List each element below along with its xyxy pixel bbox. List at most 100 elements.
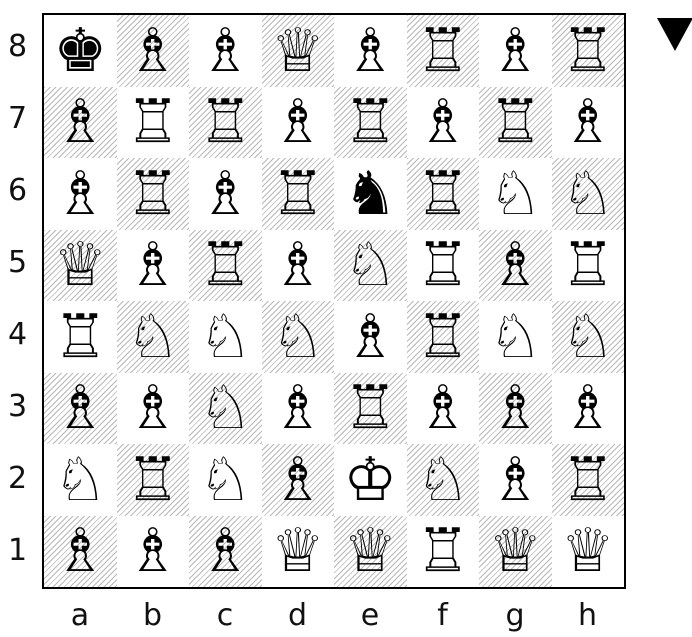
square-e3[interactable]: ♖ [334,373,407,445]
square-c7[interactable]: ♖ [189,87,262,159]
square-f2[interactable]: ♘ [407,444,480,516]
rook-white-icon[interactable]: ♖ [561,21,615,81]
square-h2[interactable]: ♖ [552,444,625,516]
square-e7[interactable]: ♖ [334,87,407,159]
bishop-white-icon[interactable]: ♗ [53,92,107,152]
square-a1[interactable]: ♗ [44,516,117,588]
square-b7[interactable]: ♖ [117,87,190,159]
rook-white-icon[interactable]: ♖ [126,92,180,152]
square-h7[interactable]: ♗ [552,87,625,159]
square-h6[interactable]: ♘ [552,158,625,230]
bishop-white-icon[interactable]: ♗ [488,450,542,510]
queen-white-icon[interactable]: ♕ [53,235,107,295]
square-f5[interactable]: ♖ [407,230,480,302]
rook-white-icon[interactable]: ♖ [126,164,180,224]
rook-white-icon[interactable]: ♖ [343,378,397,438]
bishop-white-icon[interactable]: ♗ [343,21,397,81]
square-e8[interactable]: ♗ [334,15,407,87]
knight-white-icon[interactable]: ♘ [488,307,542,367]
bishop-white-icon[interactable]: ♗ [416,92,470,152]
square-b1[interactable]: ♗ [117,516,190,588]
knight-black-icon[interactable]: ♞ [343,164,397,224]
knight-white-icon[interactable]: ♘ [343,235,397,295]
bishop-white-icon[interactable]: ♗ [488,235,542,295]
square-h1[interactable]: ♕ [552,516,625,588]
bishop-white-icon[interactable]: ♗ [126,521,180,581]
bishop-white-icon[interactable]: ♗ [488,21,542,81]
bishop-white-icon[interactable]: ♗ [198,21,252,81]
bishop-white-icon[interactable]: ♗ [271,378,325,438]
square-e2[interactable]: ♔ [334,444,407,516]
bishop-white-icon[interactable]: ♗ [198,521,252,581]
queen-white-icon[interactable]: ♕ [561,521,615,581]
knight-white-icon[interactable]: ♘ [53,450,107,510]
square-g2[interactable]: ♗ [479,444,552,516]
square-g8[interactable]: ♗ [479,15,552,87]
bishop-white-icon[interactable]: ♗ [271,235,325,295]
queen-white-icon[interactable]: ♕ [488,521,542,581]
bishop-white-icon[interactable]: ♗ [126,21,180,81]
square-h5[interactable]: ♖ [552,230,625,302]
square-c2[interactable]: ♘ [189,444,262,516]
rook-white-icon[interactable]: ♖ [343,92,397,152]
square-g5[interactable]: ♗ [479,230,552,302]
square-f7[interactable]: ♗ [407,87,480,159]
square-c5[interactable]: ♖ [189,230,262,302]
square-b4[interactable]: ♘ [117,301,190,373]
square-h8[interactable]: ♖ [552,15,625,87]
square-h4[interactable]: ♘ [552,301,625,373]
rook-white-icon[interactable]: ♖ [488,92,542,152]
queen-white-icon[interactable]: ♕ [271,521,325,581]
square-g6[interactable]: ♘ [479,158,552,230]
square-g3[interactable]: ♗ [479,373,552,445]
rook-white-icon[interactable]: ♖ [53,307,107,367]
square-a8[interactable]: ♚ [44,15,117,87]
knight-white-icon[interactable]: ♘ [561,307,615,367]
knight-white-icon[interactable]: ♘ [488,164,542,224]
knight-white-icon[interactable]: ♘ [198,378,252,438]
rook-white-icon[interactable]: ♖ [416,307,470,367]
knight-white-icon[interactable]: ♘ [416,450,470,510]
queen-white-icon[interactable]: ♕ [343,521,397,581]
square-f1[interactable]: ♖ [407,516,480,588]
square-b5[interactable]: ♗ [117,230,190,302]
square-d6[interactable]: ♖ [262,158,335,230]
square-g4[interactable]: ♘ [479,301,552,373]
square-g7[interactable]: ♖ [479,87,552,159]
square-a4[interactable]: ♖ [44,301,117,373]
square-f3[interactable]: ♗ [407,373,480,445]
square-a3[interactable]: ♗ [44,373,117,445]
rook-white-icon[interactable]: ♖ [271,164,325,224]
square-c1[interactable]: ♗ [189,516,262,588]
square-e6[interactable]: ♞ [334,158,407,230]
square-a7[interactable]: ♗ [44,87,117,159]
knight-white-icon[interactable]: ♘ [271,307,325,367]
bishop-white-icon[interactable]: ♗ [561,378,615,438]
rook-white-icon[interactable]: ♖ [416,521,470,581]
rook-white-icon[interactable]: ♖ [561,235,615,295]
rook-white-icon[interactable]: ♖ [416,235,470,295]
knight-white-icon[interactable]: ♘ [198,307,252,367]
bishop-white-icon[interactable]: ♗ [126,235,180,295]
rook-white-icon[interactable]: ♖ [416,21,470,81]
bishop-white-icon[interactable]: ♗ [271,450,325,510]
bishop-white-icon[interactable]: ♗ [488,378,542,438]
square-b6[interactable]: ♖ [117,158,190,230]
square-f8[interactable]: ♖ [407,15,480,87]
rook-white-icon[interactable]: ♖ [561,450,615,510]
rook-white-icon[interactable]: ♖ [198,92,252,152]
rook-white-icon[interactable]: ♖ [126,450,180,510]
bishop-white-icon[interactable]: ♗ [53,378,107,438]
square-c8[interactable]: ♗ [189,15,262,87]
bishop-white-icon[interactable]: ♗ [126,378,180,438]
square-a6[interactable]: ♗ [44,158,117,230]
square-c6[interactable]: ♗ [189,158,262,230]
square-e1[interactable]: ♕ [334,516,407,588]
square-b2[interactable]: ♖ [117,444,190,516]
square-c3[interactable]: ♘ [189,373,262,445]
bishop-white-icon[interactable]: ♗ [416,378,470,438]
square-e5[interactable]: ♘ [334,230,407,302]
king-black-icon[interactable]: ♚ [53,21,107,81]
square-a2[interactable]: ♘ [44,444,117,516]
bishop-white-icon[interactable]: ♗ [561,92,615,152]
